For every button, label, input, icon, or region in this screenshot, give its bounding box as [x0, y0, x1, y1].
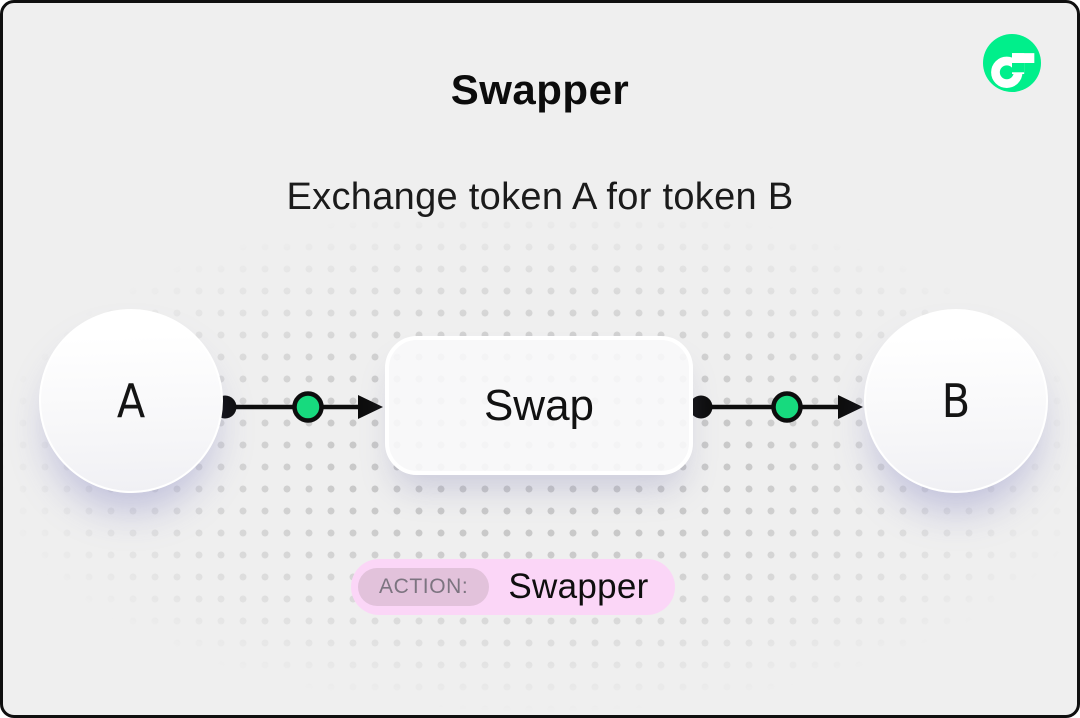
token-a-node: A — [39, 309, 223, 493]
flow-logo-icon — [983, 34, 1041, 92]
token-a-label: A — [116, 374, 146, 428]
swap-node: Swap — [385, 336, 693, 475]
action-badge-value: Swapper — [508, 567, 649, 606]
page-subtitle: Exchange token A for token B — [286, 176, 794, 218]
swap-node-label: Swap — [483, 380, 595, 430]
action-badge-label: ACTION: — [358, 568, 490, 606]
page-title: Swapper — [450, 66, 630, 113]
token-b-node: B — [864, 309, 1048, 493]
action-badge: ACTION: Swapper — [351, 559, 675, 615]
token-b-label: B — [941, 374, 971, 428]
